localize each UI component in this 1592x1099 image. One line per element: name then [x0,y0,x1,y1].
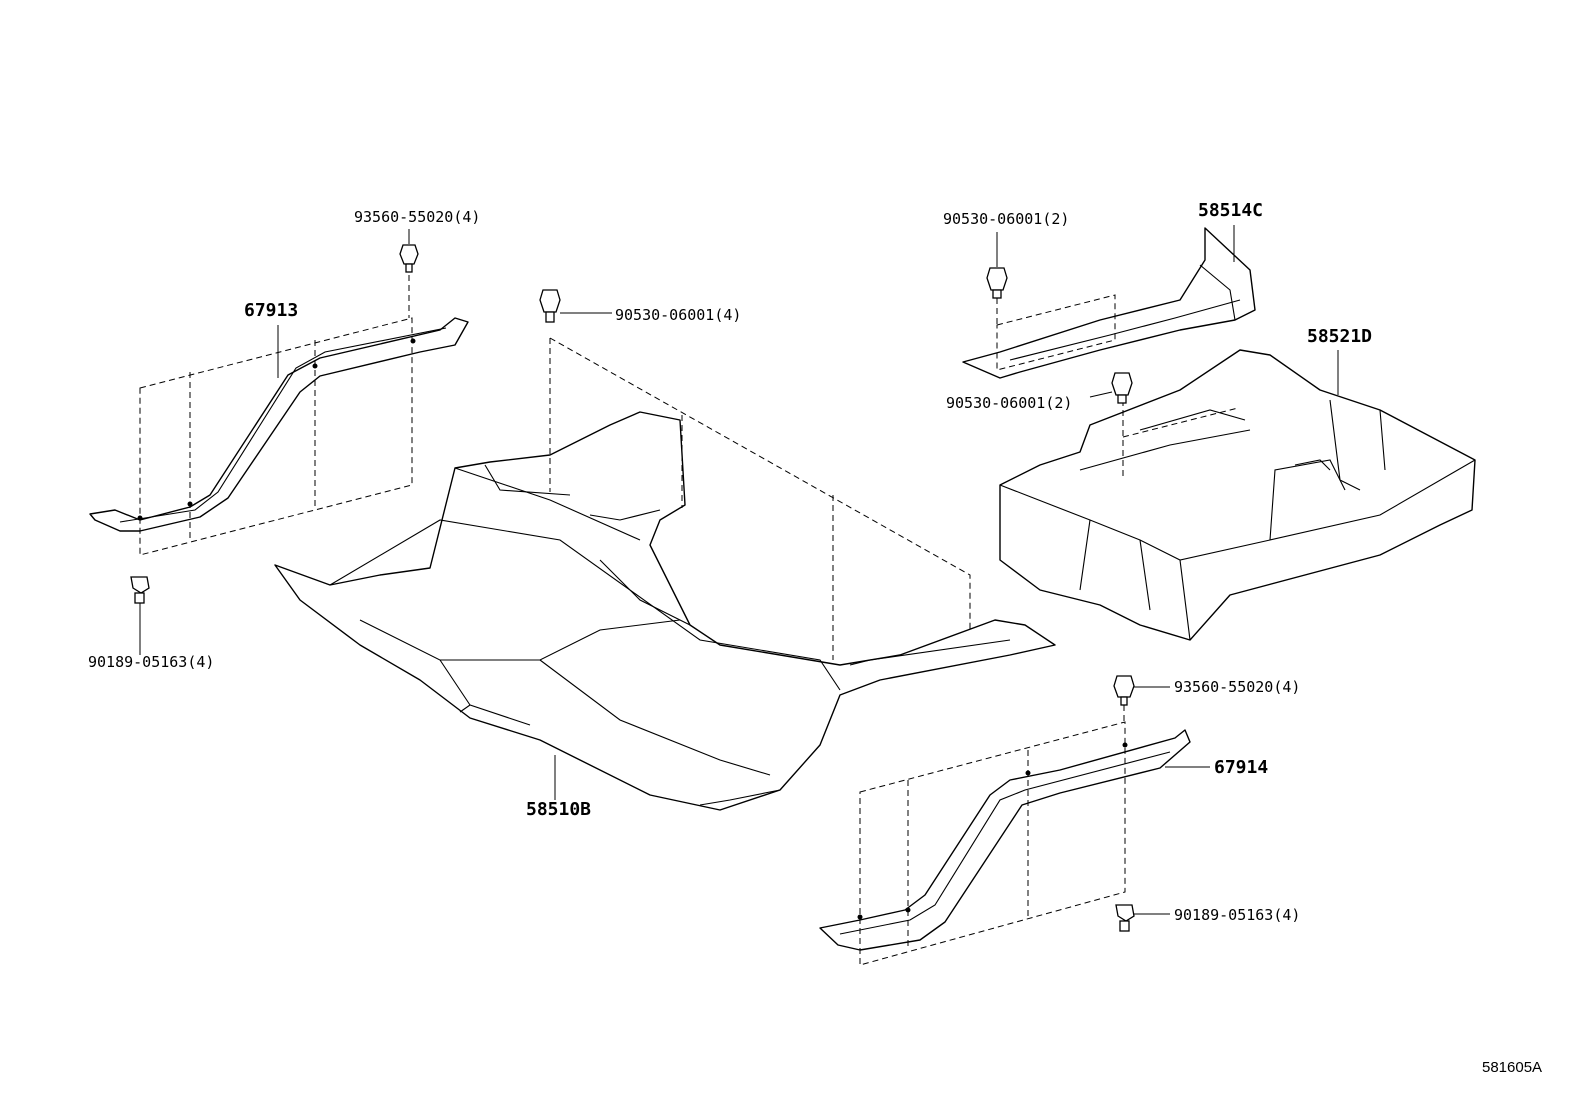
rail-67913 [89,317,469,556]
fastener-label-90189-right: 90189-05163(4) [1174,906,1300,924]
fastener-label-90530-center: 90530-06001(4) [615,306,741,324]
fastener-label-93560-right: 93560-55020(4) [1174,678,1300,696]
clip-icon [986,232,1008,325]
clip-icon [1089,372,1133,404]
clip-icon [539,289,612,323]
part-label-67913: 67913 [244,300,298,321]
part-label-58521D: 58521D [1307,326,1372,347]
fastener-label-90189-left: 90189-05163(4) [88,653,214,671]
bolt-icon [130,576,150,655]
bolt-icon [1115,904,1170,932]
tray-58521D [999,349,1476,641]
fastener-label-93560-left: 93560-55020(4) [354,208,480,226]
clip-icon [1113,675,1170,722]
clip-icon [399,229,419,318]
rail-67914 [819,721,1191,966]
cover-58510B [274,337,1056,811]
part-label-58510B: 58510B [526,799,591,820]
part-label-67914: 67914 [1214,757,1268,778]
fastener-label-90530-top: 90530-06001(2) [943,210,1069,228]
plate-58514C [962,227,1256,379]
part-label-58514C: 58514C [1198,200,1263,221]
figure-code: 581605A [1482,1059,1542,1076]
fastener-label-90530-middle: 90530-06001(2) [946,394,1072,412]
